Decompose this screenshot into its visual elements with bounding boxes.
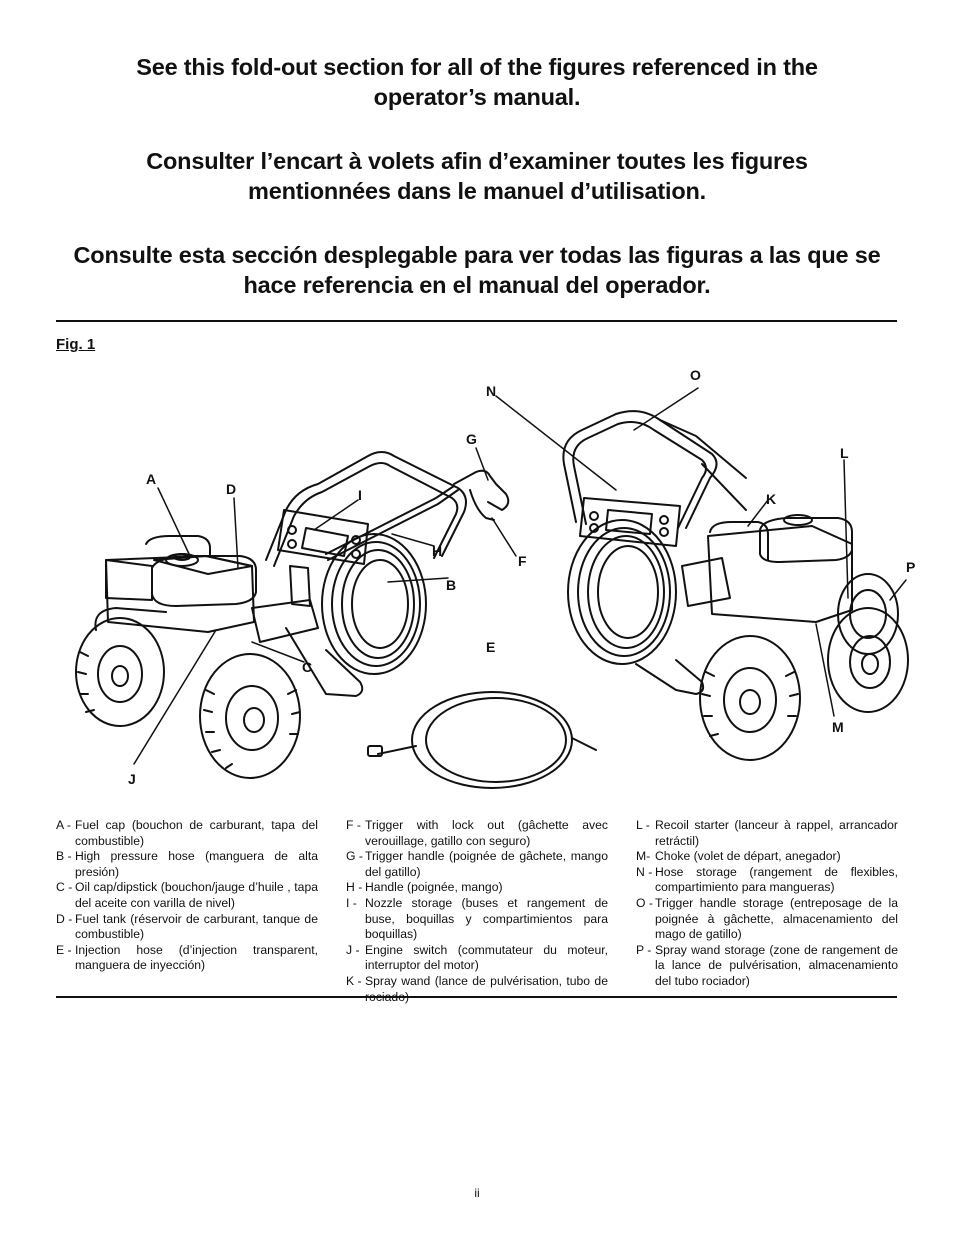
legend-item-h: H -Handle (poignée, mango) [346,880,503,895]
legend-item-a: A -Fuel cap (bouchon de carburant, tapa … [56,818,318,848]
legend-column-3: L -Recoil starter (lanceur à rappel, arr… [636,818,898,1005]
callout-l: L [840,445,849,461]
legend-item-i: I -Nozzle storage (buses et rangement de… [346,895,608,942]
callout-k: K [766,491,776,507]
callout-o: O [690,367,701,383]
figure-label: Fig. 1 [56,336,96,353]
heading-spanish: Consulte esta sección desplegable para v… [73,242,881,298]
legend-item-d: D -Fuel tank (réservoir de carburant, ta… [56,911,318,942]
legend-item-k: K -Spray wand (lance de pulvérisation, t… [346,973,608,1004]
right-washer [562,410,909,761]
callout-p: P [906,559,915,575]
callout-d: D [226,481,236,497]
legend-column-2: F -Trigger with lock out (gâchette avec … [346,818,608,1005]
callout-h: H [432,543,442,559]
legend-item-l: L -Recoil starter (lanceur à rappel, arr… [636,818,898,848]
callout-g: G [466,431,477,447]
legend-item-p: P -Spray wand storage (zone de rangement… [636,942,898,988]
callout-f: F [518,553,527,569]
callout-j: J [128,771,136,787]
legend-item-g: G -Trigger handle (poignée de gâchete, m… [346,849,608,879]
callout-b: B [446,577,456,593]
legend-item-c: C -Oil cap/dipstick (bouchon/jauge d’hui… [56,880,318,910]
left-washer [75,451,510,779]
callout-leaders [133,387,907,765]
callout-c: C [302,659,312,675]
heading-french: Consulter l’encart à volets afin d’exami… [146,148,808,204]
parts-legend: A -Fuel cap (bouchon de carburant, tapa … [56,818,898,1005]
headings: See this fold-out section for all of the… [40,52,914,334]
legend-item-e: E -Injection hose (d’injection transpare… [56,942,318,973]
callout-a: A [146,471,156,487]
legend-item-f: F -Trigger with lock out (gâchette avec … [346,818,608,848]
legend-item-j: J -Engine switch (commutateur du moteur,… [346,942,608,973]
bottom-divider [56,996,897,998]
top-divider [56,320,897,322]
legend-item-m: M-Choke (volet de départ, anegador) [636,849,841,864]
injection-hose [367,691,597,789]
callout-m: M [832,719,844,735]
callout-n: N [486,383,496,399]
callout-e: E [486,639,495,655]
legend-item-b: B -High pressure hose (manguera de alta … [56,849,318,879]
heading-english: See this fold-out section for all of the… [136,54,818,110]
legend-item-n: N -Hose storage (rangement de flexibles,… [636,864,898,895]
legend-column-1: A -Fuel cap (bouchon de carburant, tapa … [56,818,318,1005]
legend-item-o: O -Trigger handle storage (entreposage d… [636,895,898,942]
callout-i: I [358,487,362,503]
pressure-washer-illustration: A D I G H B F C E J N O L K P M [75,367,915,789]
page-number: ii [474,1186,480,1200]
